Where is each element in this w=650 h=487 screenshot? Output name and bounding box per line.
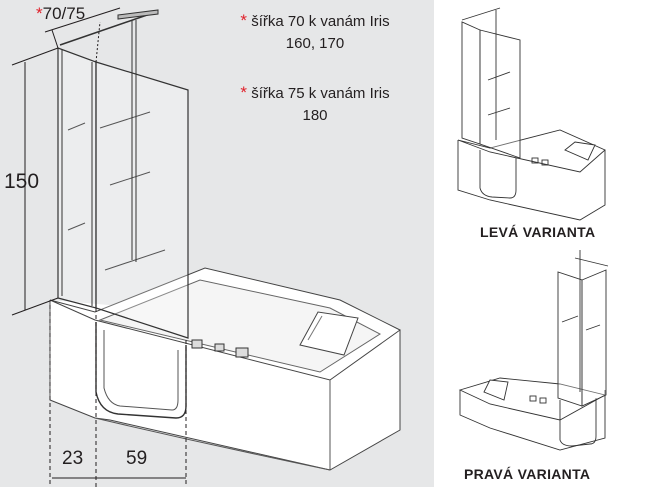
bathtub-door (95, 322, 187, 419)
note-line2: 160, 170 (285, 35, 345, 52)
bottom-right-dimension: 59 (126, 448, 148, 469)
right-variant-drawing (458, 250, 609, 451)
width-dimension-line (44, 7, 121, 33)
bathtub-backrest (299, 311, 359, 356)
note-line1: šířka 70 k vanám Iris (251, 13, 390, 30)
bathtub-screen-drawing (11, 7, 401, 487)
bathtub-front-curve (94, 417, 331, 471)
faucet (191, 339, 203, 349)
top-width-star: * (36, 4, 43, 23)
top-width-value: 70/75 (42, 4, 86, 23)
note-width-75: * šířka 75 k vanám Iris 180 (222, 82, 408, 127)
top-width-dimension: *70/75 (36, 4, 85, 24)
note-star: * (240, 83, 248, 102)
left-variant-label: LEVÁ VARIANTA (480, 224, 596, 240)
left-variant-drawing (457, 7, 606, 221)
bottom-left-dimension: 23 (62, 448, 84, 469)
note-line1: šířka 75 k vanám Iris (251, 85, 390, 102)
shower-screen-swing-panel (95, 61, 189, 339)
note-line2: 180 (302, 107, 328, 124)
note-width-70: * šířka 70 k vanám Iris 160, 170 (222, 10, 408, 55)
right-variant-label: PRAVÁ VARIANTA (464, 466, 591, 482)
note-star: * (240, 11, 248, 30)
panel-divider (434, 0, 436, 487)
height-dimension: 150 (4, 170, 40, 193)
